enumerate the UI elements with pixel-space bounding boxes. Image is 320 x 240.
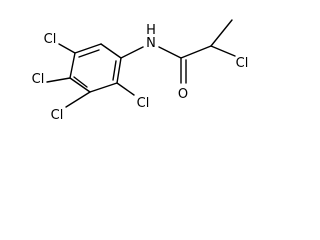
atom-cl-ring-right: Cl xyxy=(137,96,150,111)
ring-double-bond-3 xyxy=(73,76,88,88)
ring-bond-1 xyxy=(74,43,102,54)
ring-bond-4 xyxy=(89,82,118,93)
ring-bond-2 xyxy=(100,43,122,59)
atom-cl-alpha: Cl xyxy=(236,56,249,71)
atom-cl-top: Cl xyxy=(44,32,57,47)
molecule-structure: Cl Cl Cl Cl N H Cl O xyxy=(32,19,249,123)
bond-alpha-cl xyxy=(210,45,236,57)
bond-carbonyl-alpha xyxy=(180,45,212,59)
bond-ring-cl-top xyxy=(58,43,76,54)
atom-cl-left-mid: Cl xyxy=(32,72,45,87)
bond-ring-cl-bottom xyxy=(65,91,91,108)
ring-double-bond-2 xyxy=(112,60,117,81)
atom-n: N xyxy=(146,36,156,51)
ring-bond-3 xyxy=(116,57,122,84)
atom-h-on-n: H xyxy=(146,23,156,38)
benzene-ring xyxy=(69,43,122,93)
atom-carbonyl-o: O xyxy=(178,87,188,102)
ring-bond-5 xyxy=(69,77,91,93)
ring-bond-6 xyxy=(69,52,76,79)
bond-alpha-methyl xyxy=(210,19,233,47)
ring-double-bond-1 xyxy=(78,49,100,58)
bond-n-carbonyl xyxy=(158,46,182,59)
bond-ring-n xyxy=(120,46,144,59)
atom-cl-bottom-left: Cl xyxy=(51,108,64,123)
bond-ring-cl-right xyxy=(116,82,135,96)
bond-ring-cl-left xyxy=(46,77,71,83)
